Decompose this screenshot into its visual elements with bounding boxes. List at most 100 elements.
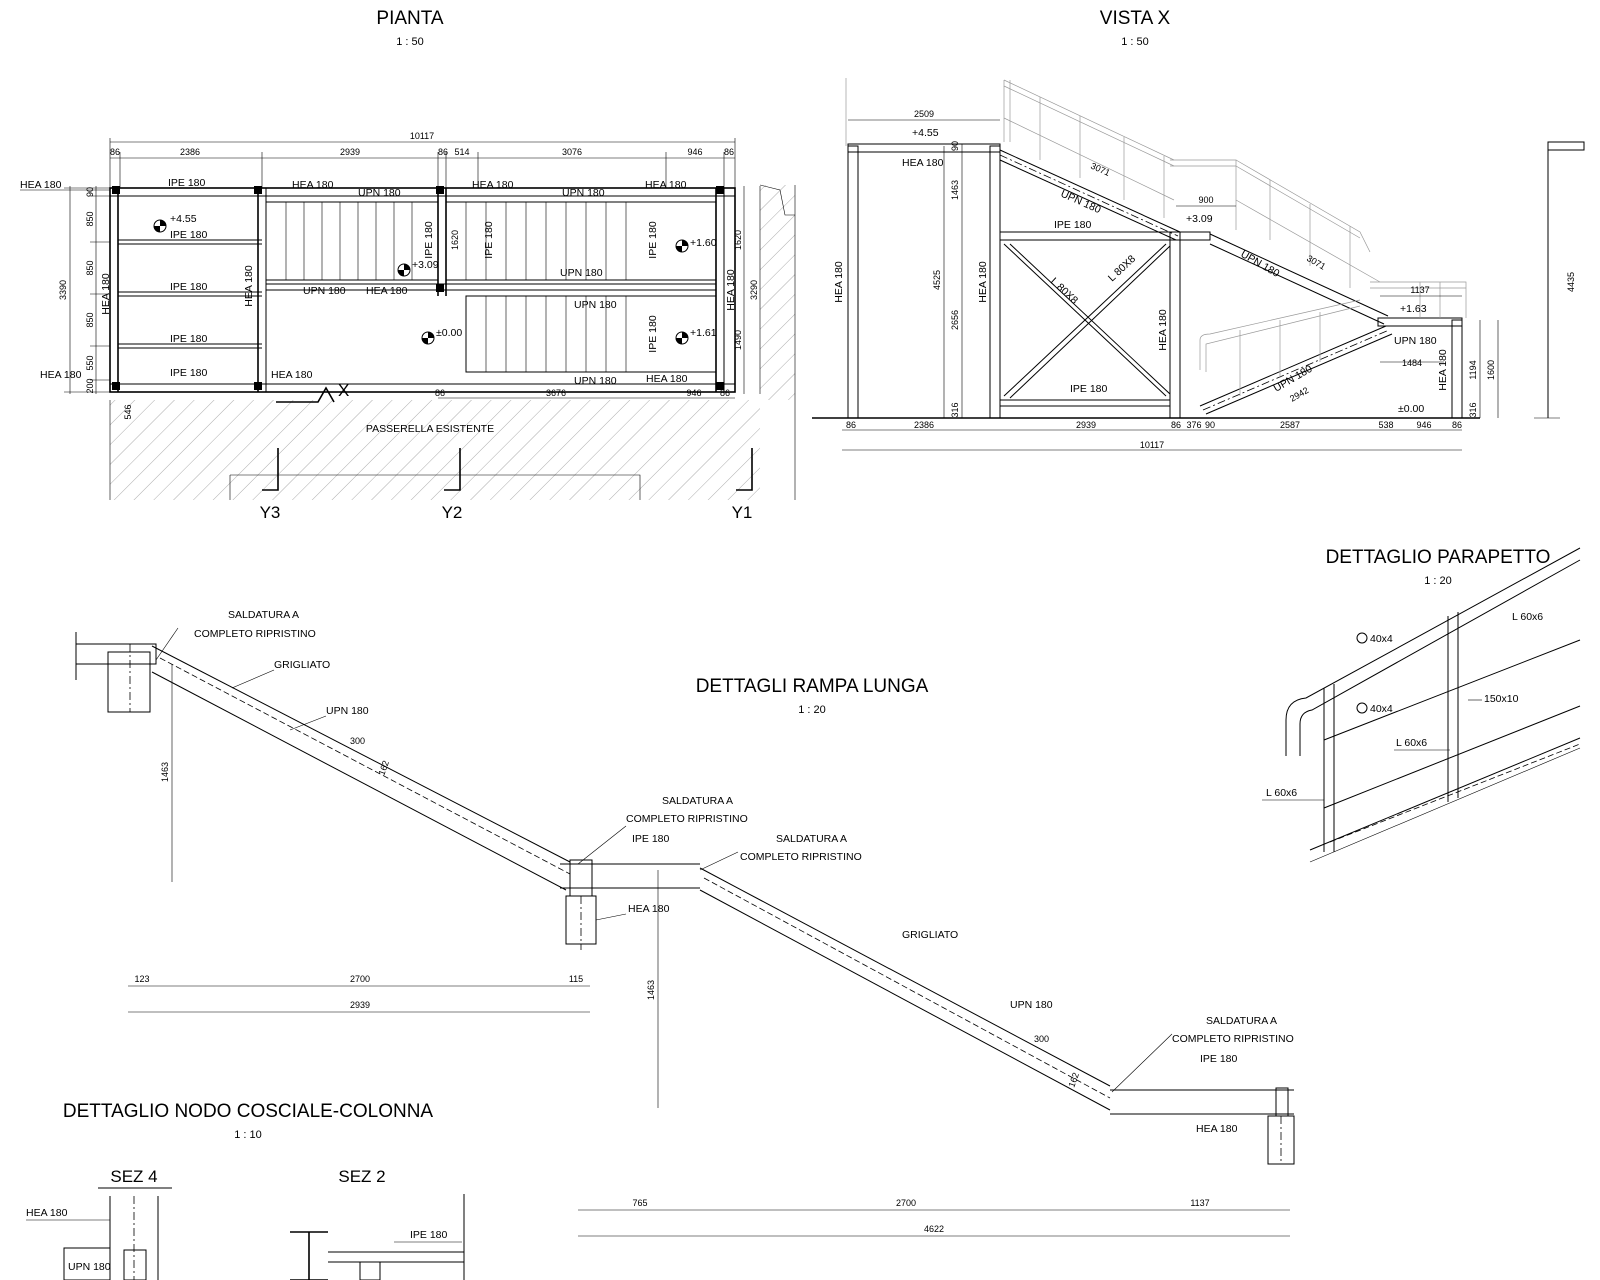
plan-dim-top: 2386: [180, 147, 200, 157]
vista-dim: 1194: [1468, 360, 1478, 379]
beam-label: IPE 180: [170, 281, 208, 293]
plan-dim-546: 546: [123, 404, 133, 419]
plan-dim-top: 946: [687, 147, 702, 157]
beam-label: IPE 180: [483, 221, 495, 259]
beam-label: HEA 180: [1157, 309, 1169, 351]
plan-dim-right-total: 3290: [749, 280, 759, 300]
parapetto-scale: 1 : 20: [1424, 575, 1452, 587]
ramp-dim: 162: [1066, 1071, 1081, 1089]
ramp-dim: 300: [1034, 1034, 1049, 1044]
elevation-label: +1.60: [690, 237, 717, 249]
vista-dim: 316: [1468, 402, 1478, 417]
beam-label: HEA 180: [902, 157, 944, 169]
column-marker: [436, 186, 444, 194]
beam-label: HEA 180: [271, 369, 313, 381]
column: [1451, 319, 1463, 419]
column-marker: [716, 382, 724, 390]
ramp-label: HEA 180: [628, 903, 670, 915]
ramp-dim: 115: [569, 974, 583, 984]
column-marker: [716, 186, 724, 194]
upper-flight-treads-2: [465, 202, 627, 280]
plan-dim-left: 850: [85, 211, 95, 226]
beam-label: HEA 180: [833, 261, 845, 303]
vista-elevation: +1.63: [1400, 303, 1427, 315]
plan-dim-left: 200: [85, 378, 95, 393]
mid-beam: [999, 231, 1211, 241]
walkway-outline: [109, 185, 796, 500]
section-title: SEZ 2: [338, 1167, 385, 1186]
elevation-label: ±0.00: [436, 327, 462, 339]
parapetto-title: DETTAGLIO PARAPETTO: [1326, 547, 1551, 568]
beam-label: IPE 180: [1054, 219, 1092, 231]
plan-dim-bottom: 946: [686, 388, 701, 398]
vista-bottom-dim: 2386: [914, 420, 934, 430]
section-cut-y3: Y3: [260, 448, 281, 522]
vista-bottom-dim: 86: [1171, 420, 1181, 430]
node-label: UPN 180: [68, 1261, 111, 1273]
elevation-marker: +1.60: [675, 237, 717, 253]
beam-label: HEA 180: [646, 373, 688, 385]
vista-bottom-dim: 86: [1452, 420, 1462, 430]
ramp-label: UPN 180: [1010, 999, 1053, 1011]
vista-dim: 4525: [932, 270, 942, 290]
vista-dim: 1137: [1410, 285, 1429, 295]
column-marker: [254, 186, 262, 194]
beam-label: IPE 180: [170, 229, 208, 241]
cut-label: Y3: [260, 503, 281, 522]
beam-label: HEA 180: [977, 261, 989, 303]
column-marker: [436, 284, 444, 292]
ramp-dim: 1463: [160, 762, 170, 782]
weld-note: SALDATURA A: [776, 833, 847, 845]
vista-dim: 900: [1198, 195, 1213, 205]
vista-dim: 3071: [1089, 161, 1111, 178]
vista-dim: 4435: [1566, 272, 1576, 292]
weld-note: COMPLETO RIPRISTINO: [626, 813, 748, 825]
bracing-label: L 80X8: [1048, 275, 1080, 306]
column-marker: [112, 382, 120, 390]
bottom-beam: [999, 399, 1171, 407]
plan-dim-left: 850: [85, 260, 95, 275]
vista-dim: 1600: [1486, 360, 1496, 380]
railing-label: L 60x6: [1512, 611, 1543, 623]
railing: [1003, 79, 1467, 396]
ramp-dim: 1463: [646, 980, 656, 1000]
beam-label: UPN 180: [562, 187, 605, 199]
ramp-detail: SALDATURA A COMPLETO RIPRISTINO GRIGLIAT…: [75, 609, 1295, 1237]
railing-label: L 60x6: [1396, 737, 1427, 749]
ramp-dim: 123: [134, 974, 149, 984]
plan-dim-bottom: 86: [720, 388, 730, 398]
plan-dim-1620: 1620: [450, 230, 460, 250]
rampa-title: DETTAGLI RAMPA LUNGA: [696, 676, 929, 697]
beam-label: HEA 180: [243, 265, 255, 307]
nodo-title-block: DETTAGLIO NODO COSCIALE-COLONNA 1 : 10: [63, 1101, 434, 1141]
upper-flight-treads: [285, 202, 413, 280]
column-marker: [254, 382, 262, 390]
cut-label: X: [338, 381, 349, 400]
plan-dim-left: 550: [85, 355, 95, 370]
column: [847, 145, 859, 419]
vista-bottom-dim: 946: [1416, 420, 1431, 430]
beam-label: HEA 180: [292, 179, 334, 191]
plan-dim-total: 10117: [410, 131, 434, 141]
ramp-dim: 162: [376, 759, 391, 777]
elevation-view: L 80X8 L 80X8 2509 +4.55 HEA 18: [812, 78, 1585, 451]
ramp-dim: 4622: [924, 1224, 944, 1234]
railing-label: L 60x6: [1266, 787, 1297, 799]
beam-label: IPE 180: [423, 221, 435, 259]
parapetto-title-block: DETTAGLIO PARAPETTO 1 : 20: [1326, 547, 1551, 587]
ramp-label: GRIGLIATO: [902, 929, 958, 941]
vista-dim: 1463: [950, 180, 960, 200]
beam-label: HEA 180: [40, 369, 82, 381]
beam-label: UPN 180: [574, 299, 617, 311]
plan-dim-right: 1490: [733, 330, 743, 350]
vista-elevation: ±0.00: [1398, 403, 1424, 415]
railing-label: 40x4: [1370, 703, 1393, 715]
beam-label: UPN 180: [303, 285, 346, 297]
vista-dim: 2656: [950, 310, 960, 330]
ramp-label: HEA 180: [1196, 1123, 1238, 1135]
column-marker: [112, 186, 120, 194]
vista-elevation: +4.55: [912, 127, 939, 139]
plan-dim-top: 3076: [562, 147, 582, 157]
beam-label: UPN 180: [358, 187, 401, 199]
ramp-dim: 2700: [350, 974, 370, 984]
